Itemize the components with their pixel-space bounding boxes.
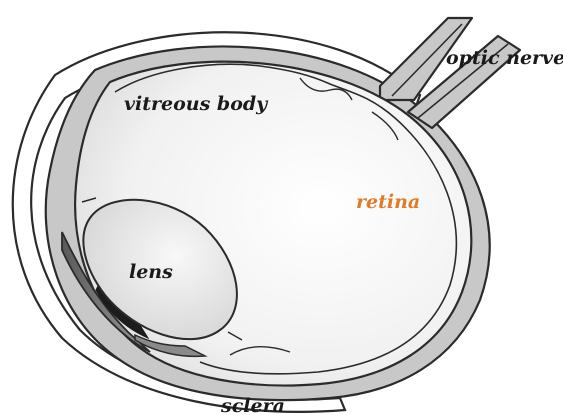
optic-nerve-label: optic nerve <box>446 47 563 69</box>
sclera-label: sclera <box>220 395 285 415</box>
retina-label: retina <box>356 191 420 213</box>
vitreous-body-label: vitreous body <box>124 93 269 115</box>
lens-label: lens <box>129 261 173 283</box>
